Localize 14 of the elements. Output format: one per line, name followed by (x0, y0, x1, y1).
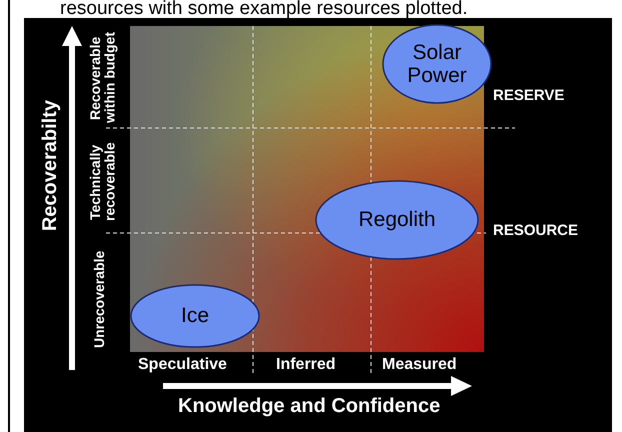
axis-title: Recoverabilty (40, 100, 61, 232)
caption-text: resources with some example resources plotted. (60, 0, 468, 18)
column-label: Inferred (276, 357, 336, 374)
column-label: Speculative (138, 357, 227, 374)
zone-label: RESOURCE (493, 223, 578, 239)
zone-label: RESERVE (493, 88, 564, 104)
resource-ellipse: Regolith (315, 180, 479, 260)
row-label: Recoverable within budget (88, 31, 119, 126)
resource-ellipse: Ice (130, 284, 260, 348)
resource-ellipse: Solar Power (382, 24, 492, 104)
row-label: Technically recoverable (88, 142, 119, 224)
axis-title: Knowledge and Confidence (178, 396, 440, 417)
column-label: Measured (382, 357, 457, 374)
row-label: Unrecoverable (92, 249, 108, 350)
